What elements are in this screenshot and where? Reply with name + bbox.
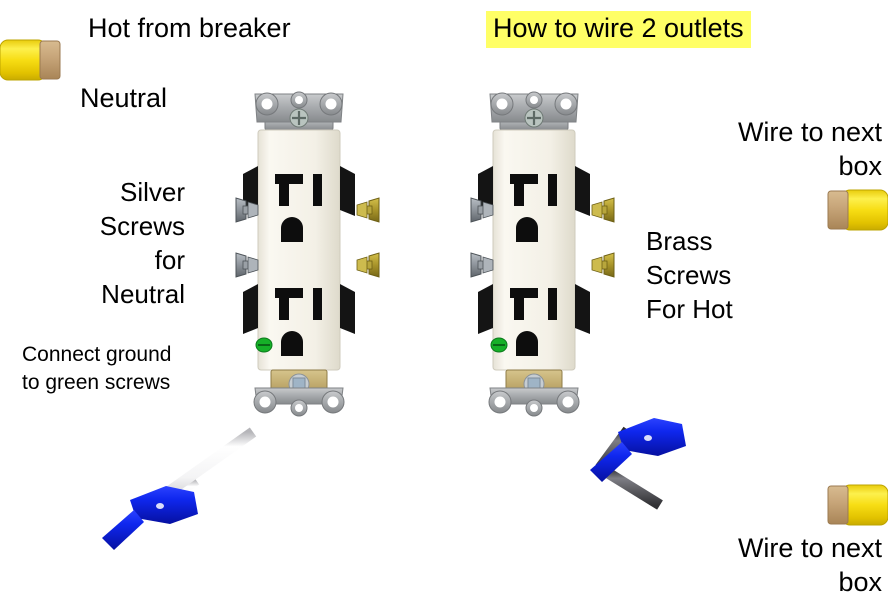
label-wire-next-box-bottom-line1: Wire to next xyxy=(737,533,882,563)
label-hot-from-breaker: Hot from breaker xyxy=(88,13,291,43)
label-silver-screws-line4: Neutral xyxy=(101,279,185,309)
label-silver-screws-line2: Screws xyxy=(99,211,185,241)
feed-cable-top-left xyxy=(0,39,61,81)
label-silver-screws-line3: for xyxy=(154,245,185,275)
label-wire-next-box-top-line2: box xyxy=(838,151,882,181)
brass-screw-top-left[interactable] xyxy=(356,197,380,223)
wire-nut-neutral[interactable] xyxy=(102,486,198,550)
green-screw-left[interactable] xyxy=(255,337,273,353)
wire-nut-hot[interactable] xyxy=(590,418,686,482)
label-wire-next-box-bottom-line2: box xyxy=(838,567,882,597)
brass-screw-bottom-left[interactable] xyxy=(356,252,380,278)
neutral-wire-network xyxy=(46,52,862,533)
outgoing-cable-bottom-right xyxy=(827,484,888,526)
silver-screw-bottom-left[interactable] xyxy=(235,252,259,278)
page-title: How to wire 2 outlets xyxy=(486,11,751,48)
label-brass-screws-line3: For Hot xyxy=(646,294,733,324)
outlet-left[interactable] xyxy=(241,90,357,418)
label-connect-ground-line2: to green screws xyxy=(22,371,171,394)
brass-screw-bottom-right[interactable] xyxy=(591,252,615,278)
brass-screw-top-right[interactable] xyxy=(591,197,615,223)
label-wire-next-box-top-line1: Wire to next xyxy=(737,117,882,147)
green-screw-right[interactable] xyxy=(490,337,508,353)
outgoing-cable-right xyxy=(827,189,888,231)
ground-wire-network xyxy=(46,64,862,557)
outlet-right[interactable] xyxy=(476,90,592,418)
label-connect-ground-line1: Connect ground xyxy=(22,343,172,366)
label-silver-screws-line1: Silver xyxy=(119,177,185,207)
label-brass-screws-line1: Brass xyxy=(646,226,713,256)
label-neutral: Neutral xyxy=(80,83,168,113)
silver-screw-bottom-right[interactable] xyxy=(470,252,494,278)
label-brass-screws-line2: Screws xyxy=(646,260,732,290)
